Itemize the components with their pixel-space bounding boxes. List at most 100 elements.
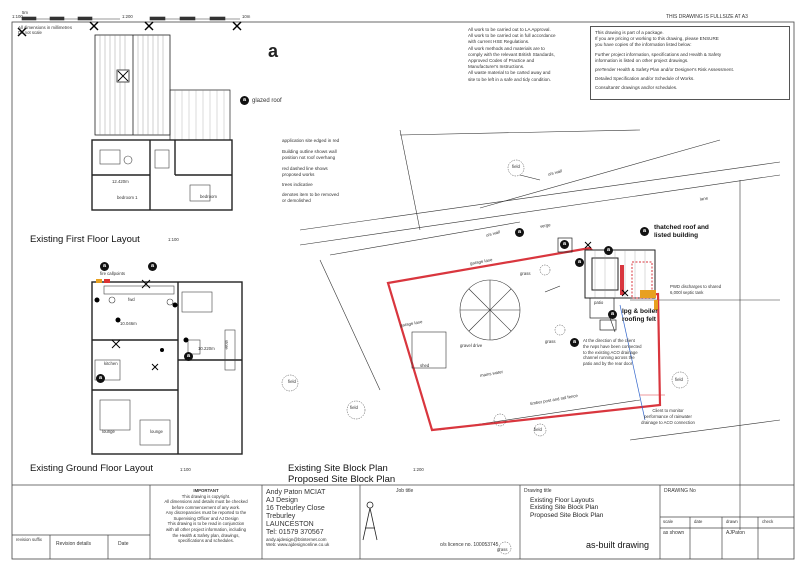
note-1: All work to be carried out to LA Approva… [468,27,551,32]
bedroom-1-label: bedroom 1 [117,195,138,200]
ref-badge: a [604,246,613,255]
direction-line-3: to the existing ACO drainage [583,349,638,355]
drawing-title-2: Existing Site Block Plan [530,504,599,512]
scale-label: scale [663,519,674,524]
lounge-1-label: lounge [102,429,115,434]
address-3: LAUNCESTON [266,521,314,529]
site-scale: 1:200 [413,467,424,472]
important-8: the Health & Safety plan, drawings, [172,532,240,538]
site-title: Existing Site Block Plan [288,463,388,474]
grass-2-label: grass [545,339,556,344]
scale-left-label: 1:100 [12,14,23,19]
revision-suffix-label: revision suffix [16,537,42,542]
thatched-line-2: listed building [654,232,699,240]
grass-1-label: grass [520,271,531,276]
legend: application site edged in red Building o… [282,138,402,205]
roofing-felt-line: roofing felt [622,315,656,323]
gravel-drive-label: gravel drive [460,343,483,348]
kitchen-label: kitchen [104,361,118,366]
package-line-7: Detailed Specification and/or Schedule o… [595,76,695,82]
job-title-label: Job title [396,488,414,494]
compass-logo [362,501,378,541]
direction-line-2: the rwps have been connected [583,343,642,349]
note-7: Manufacturer's Instructions. [468,64,525,70]
note-2: All work to be carried out in full accor… [468,33,556,39]
general-notes: All work to be carried out to LA Approva… [468,27,586,83]
ref-badge: a [148,262,157,271]
note-5: comply with the relevant British Standar… [468,51,555,57]
ref-badge: a [100,262,109,271]
gf-area-2-label: 10.220m [198,346,215,351]
field-2-label: field [288,379,296,384]
fullsize-note: THIS DRAWING IS FULLSIZE AT A3 [666,14,748,20]
scale-mid-label: 1:200 [122,14,133,19]
os-licence: o/s licence no. 100053745 [440,542,499,548]
field-3-label: field [350,405,358,410]
package-info-box: This drawing is part of a package. If yo… [590,26,790,100]
ref-badge: a [184,352,193,361]
ref-badge: a [515,228,524,237]
legend-2: Building outline shows wall [282,149,337,155]
important-6: This drawing is to be read in conjunctio… [167,521,245,527]
client-note: Client to monitor performance of rainwat… [628,408,708,425]
direction-line-5: patio and by the rear door [583,361,633,367]
pwd-line-2: 6,000l septic tank [670,289,704,295]
drawing-no-label: DRAWING No [664,488,696,494]
shed-label: shed [420,363,430,368]
fwd-label: fwd [128,297,135,302]
glazed-roof-label: glazed roof [252,98,282,104]
package-line-3: you have copies of the information liste… [595,42,692,48]
legend-8: or demolished [282,198,311,204]
important-9: specifications and schedules. [178,538,234,544]
dims-note-1: All dimensions in millimetres [18,25,72,30]
store-label: store [224,340,229,350]
drawn-value: AJPaton [726,530,745,536]
check-label: check [762,519,774,524]
package-line-1: This drawing is part of a package. [595,30,664,35]
ground-floor-title: Existing Ground Floor Layout [30,463,154,474]
drawing-title-3: Proposed Site Block Plan [530,511,604,519]
address-2: Treburley [266,513,296,521]
scale-value: as shown [663,530,685,536]
direction-note: At the direction of the client the rwps … [583,338,663,367]
gf-area-label: 10.046m [120,321,137,326]
lpg-line: lpg & boiler [622,308,658,315]
important-5: Supervising Officer and AJ Design [173,515,239,521]
note-6: Approved Codes of Practice and [468,57,535,63]
client-line-3: drainage to ACO connection [641,419,695,425]
grass-3-label: grass [497,547,508,552]
telephone: Tel: 01579 370567 [266,529,324,537]
note-3: with current HSE Regulations. [468,39,530,45]
direction-line-1: At the direction of the client [583,338,635,343]
designer-block: Andy Paton MCIAT AJ Design 16 Treburley … [266,489,358,548]
first-floor-scale: 1:100 [168,237,179,242]
ref-badge: a [560,240,569,249]
pwd-line-1: PWD discharges to shared [670,284,722,289]
thatched-roof-label: thatched roof and listed building [654,224,709,240]
fire-callpoints-label: fire callpoints [100,271,126,276]
package-line-6: preTender Health & Safety Plan and/or De… [595,66,735,72]
legend-1: application site edged in red [282,138,340,143]
important-2: All dimensions and details must be check… [164,499,248,505]
drawing-titles: Existing Floor Layouts Existing Site Blo… [530,497,603,519]
north-point-icon: a [268,41,279,61]
dims-note-2: Do not scale [18,30,42,35]
site-title-2: Proposed Site Block Plan [288,474,396,485]
client-line-1: Client to monitor [652,408,684,413]
important-1: This drawing is copyright. [181,493,231,499]
important-heading: IMPORTANT [193,488,219,493]
firm-name: AJ Design [266,497,298,505]
date-label: Date [118,541,129,547]
note-4: All work methods and materials are to [468,45,545,51]
revision-details-label: Revision details [56,541,92,547]
web-link: Web: www.ajdesignonline.co.uk [266,542,330,548]
scale-unit-right: 10m [242,14,251,19]
important-4: Any discrepancies must be reported to th… [165,510,247,516]
designer-name: Andy Paton MCIAT [266,489,326,496]
package-line-4: Further project information, specificati… [595,51,722,57]
field-4-label: field [675,377,683,382]
address-1: 16 Treburley Close [266,505,325,513]
date-col-label: date [694,519,703,524]
